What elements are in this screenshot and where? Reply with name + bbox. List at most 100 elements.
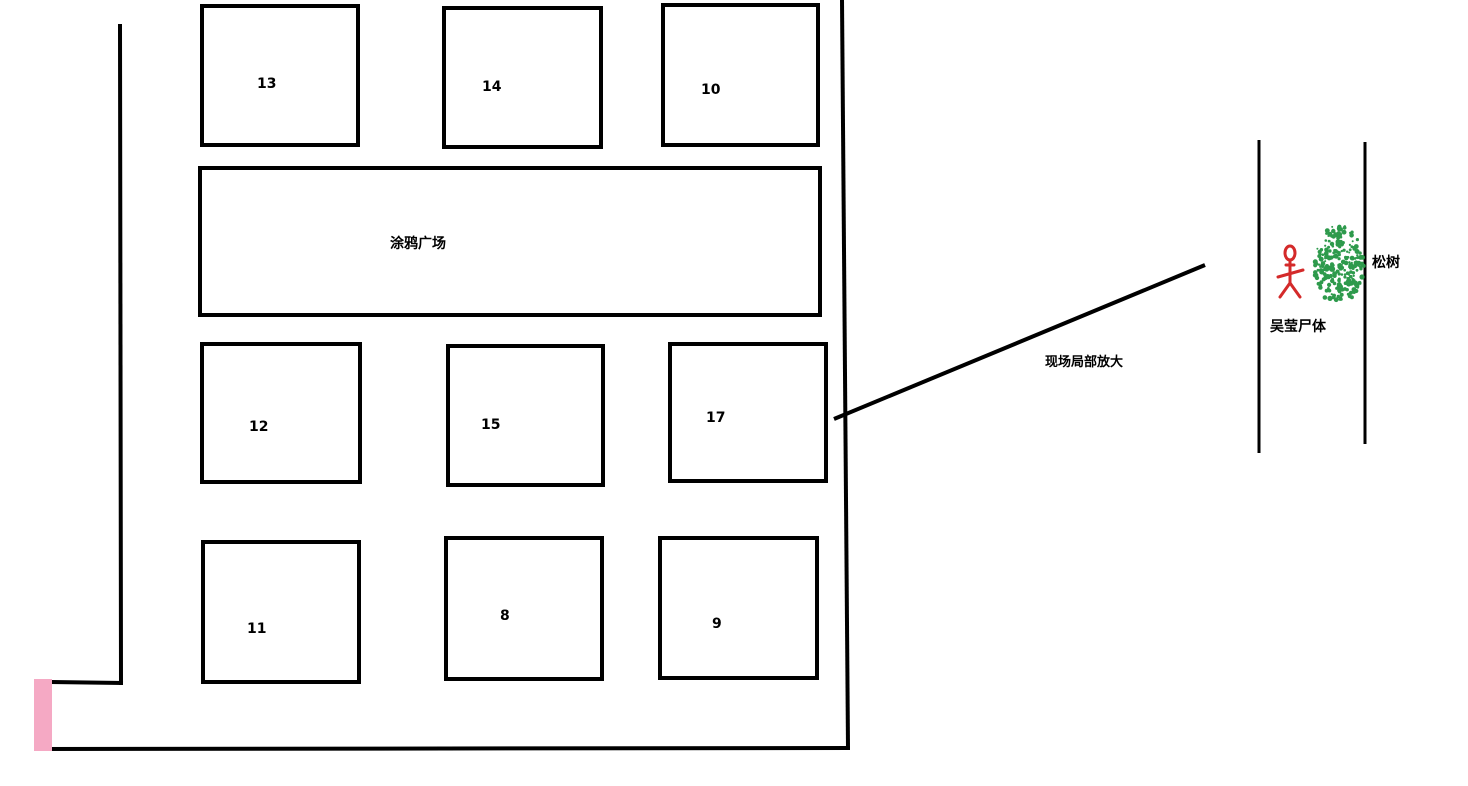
tree-leaf [1360,267,1363,270]
tree-leaf [1346,292,1350,296]
tree-leaf [1337,257,1341,261]
tree-leaf [1318,256,1324,262]
block-12-label: 12 [249,419,268,435]
tree-leaf [1340,249,1344,253]
tree-leaf [1339,292,1344,297]
tree-leaf [1340,288,1343,291]
tree-leaf [1326,248,1329,251]
tree-leaf [1353,260,1359,266]
tree-leaf [1350,276,1353,279]
tree-leaf [1340,259,1346,265]
tree-leaf [1324,239,1328,242]
tree-leaf [1355,268,1359,272]
tree-leaf [1353,257,1357,260]
tree-label: 松树 [1372,254,1400,271]
tree-leaf [1348,243,1351,246]
block-9 [658,536,819,680]
tree-leaf [1360,256,1364,259]
tree-leaf [1332,281,1337,286]
tree-leaf [1326,275,1331,280]
tree-leaf [1340,273,1344,276]
block-10 [661,3,820,147]
tree-leaf [1325,254,1329,258]
tree-leaf [1351,240,1354,243]
tree-leaf [1318,284,1323,288]
tree-leaf [1327,239,1331,243]
tree-leaf [1352,289,1357,294]
tree-leaf [1349,255,1355,261]
tree-leaf [1319,248,1324,252]
block-9-label: 9 [712,616,722,632]
pine-tree-icon [1312,224,1366,303]
entrance-marker [34,679,52,751]
tree-leaf [1354,249,1360,254]
buildings [198,3,828,684]
tree-leaf [1329,241,1335,247]
tree-leaf [1332,273,1337,278]
tree-leaf [1333,253,1339,259]
tree-leaf [1349,233,1354,238]
tree-leaf [1324,244,1327,247]
tree-leaf [1348,290,1353,295]
tree-leaf [1327,231,1333,237]
block-12 [200,342,362,484]
tree-leaf [1337,251,1341,255]
tree-leaf [1328,249,1332,253]
block-14-label: 14 [482,79,502,95]
tree-leaf [1356,285,1360,289]
tree-leaf [1327,295,1333,301]
tree-leaf [1338,227,1343,232]
block-13 [200,4,360,147]
tree-leaf [1327,287,1330,290]
block-15-label: 15 [481,417,500,433]
tree-leaf [1348,262,1354,268]
tree-leaf [1324,288,1329,293]
tree-leaf [1330,266,1336,272]
tree-leaf [1337,278,1341,283]
tree-leaf [1352,274,1355,277]
tree-leaf [1348,261,1351,264]
block-14 [442,6,603,149]
tree-leaf [1338,296,1343,301]
block-8 [444,536,604,681]
tree-leaf [1327,245,1331,249]
tree-leaf [1355,238,1359,242]
tree-leaf [1323,275,1328,281]
tree-leaf [1331,277,1334,281]
callout-line [833,263,1206,421]
tree-leaf [1314,275,1320,281]
block-10-label: 10 [701,82,721,98]
tree-leaf [1337,272,1341,276]
tree-leaf [1331,234,1336,239]
tree-leaf [1323,266,1329,272]
block-11 [201,540,361,684]
tree-leaf [1331,225,1334,228]
tree-leaf [1331,264,1334,268]
plaza-block [198,166,822,317]
tree-leaf [1358,282,1362,285]
block-15 [446,344,605,487]
tree-leaf [1332,293,1336,298]
tree-leaf [1338,245,1342,249]
tree-leaf [1335,241,1338,244]
tree-leaf [1349,270,1353,274]
tree-leaf [1349,266,1352,270]
left-wall-foot [49,679,124,686]
callout-label: 现场局部放大 [1045,354,1123,370]
tree-leaf [1343,275,1347,279]
tree-leaf [1337,232,1343,237]
tree-leaf [1337,295,1340,298]
tree-leaf [1326,255,1332,261]
tree-leaf [1324,265,1327,268]
tree-leaf [1312,259,1318,265]
tree-leaf [1339,242,1344,247]
tree-leaf [1348,248,1352,252]
boundary [39,0,851,752]
plaza-label: 涂鸦广场 [390,235,446,252]
tree-leaf [1316,247,1319,250]
tree-leaf [1350,230,1354,234]
tree-leaf [1324,260,1327,263]
body-label: 吴莹尸体 [1270,318,1327,335]
left-wall [117,23,124,686]
